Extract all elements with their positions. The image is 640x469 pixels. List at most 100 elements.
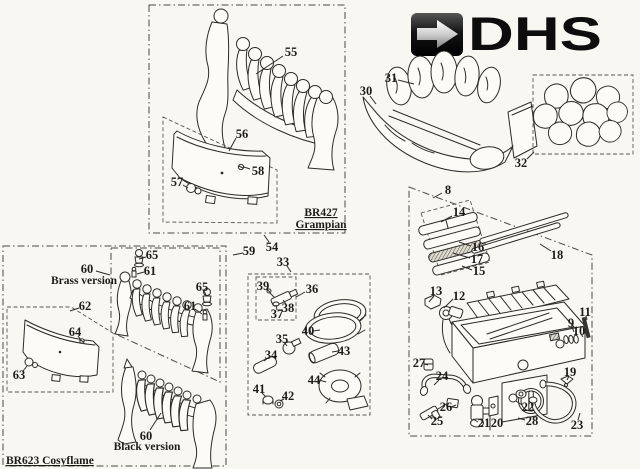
coal-set-drawing [530, 71, 634, 155]
leader-line-61 [194, 308, 203, 315]
leader-line-10 [580, 333, 584, 338]
cap-41-drawing [262, 395, 274, 405]
leader-line-28 [517, 417, 526, 421]
br427-kit-box: BR427 Grampian [148, 4, 347, 234]
leader-line-58 [243, 166, 251, 170]
leader-line-16 [458, 241, 472, 247]
part-label-57: 57 [171, 175, 184, 189]
part-label-20: 20 [491, 416, 504, 430]
cap-42-drawing [274, 399, 284, 409]
part-label-39: 39 [257, 279, 270, 293]
leader-line-63 [22, 365, 28, 372]
log-set-drawing [362, 50, 538, 173]
burner-kit-box [408, 186, 593, 437]
part-label-62: 62 [79, 299, 92, 313]
part-label-41: 41 [253, 382, 266, 396]
leader-line-42 [279, 398, 285, 402]
leader-line-36 [295, 291, 306, 298]
leader-line-32 [526, 151, 535, 160]
leader-line-64 [77, 335, 82, 341]
part-label-54: 54 [266, 240, 279, 254]
leader-line-9 [571, 326, 575, 333]
leader-line-14 [440, 215, 453, 223]
leader-line-18 [539, 243, 552, 252]
part-label-10: 10 [573, 324, 586, 338]
leader-line-62 [69, 307, 80, 312]
part-label-58: 58 [252, 164, 265, 178]
dhs-logo: DHS [411, 7, 602, 60]
leader-line-39 [265, 288, 271, 293]
leader-line-57 [182, 184, 189, 189]
part-label-11: 11 [579, 305, 591, 319]
leader-line-37 [275, 304, 278, 311]
leader-line-8 [432, 192, 443, 199]
part-label-42: 42 [282, 389, 295, 403]
part-label-65: 65 [196, 280, 209, 294]
part-label-22: 22 [522, 400, 535, 414]
injector-drawing [266, 288, 299, 307]
part-label-13: 13 [430, 284, 443, 298]
leader-line-11 [585, 315, 588, 321]
leader-line-22 [515, 400, 523, 406]
part-label-56: 56 [236, 127, 249, 141]
part-label-18: 18 [551, 248, 564, 262]
spares-kit-box [247, 273, 371, 416]
part-label-59: 59 [243, 244, 256, 258]
part-label-38: 38 [282, 301, 295, 315]
part-label-12: 12 [453, 289, 466, 303]
leader-line-17 [452, 252, 471, 259]
part-label-37: 37 [271, 307, 284, 321]
part-label-40: 40 [302, 324, 315, 338]
stud-61a-drawing [131, 266, 137, 278]
part-label-19: 19 [564, 365, 577, 379]
part-label-33: 33 [277, 255, 290, 269]
fret62-knob-63 [24, 357, 38, 368]
valve-bracket-drawing [424, 294, 476, 358]
leader-line-13 [428, 295, 435, 303]
leader-line-56 [228, 137, 237, 152]
fret-screw-58 [237, 163, 245, 171]
brass-version-note: Brass version [51, 275, 118, 287]
part-label-14: 14 [453, 205, 466, 219]
part-label-17: 17 [471, 252, 484, 266]
leader-line-54 [263, 234, 270, 243]
trim-strips-drawing [471, 212, 569, 254]
part-label-32: 32 [515, 156, 528, 170]
leader-line-25 [427, 414, 433, 420]
tape-roll-drawing [318, 369, 369, 411]
burner-grille-drawing [466, 280, 570, 322]
part-label-55: 55 [285, 45, 298, 59]
controls-pipework-drawing [419, 358, 577, 431]
leader-line-23 [577, 412, 581, 421]
leader-line-31 [397, 79, 415, 85]
leader-line-26 [450, 404, 457, 408]
part-label-8: 8 [445, 183, 451, 197]
part-label-60: 60 [81, 262, 94, 276]
part-label-60: 60 [140, 429, 153, 443]
stud-61b-drawing [202, 309, 208, 321]
fret-drawing [171, 130, 271, 205]
br427-name: Grampian [295, 219, 347, 231]
part-label-27: 27 [413, 356, 426, 370]
leader-line-40 [312, 329, 321, 332]
strip-11-drawing [581, 316, 591, 339]
leader-line-59 [232, 252, 244, 256]
leader-line-19 [566, 375, 570, 381]
part-label-25: 25 [431, 414, 444, 428]
fret-knob-57 [186, 183, 202, 195]
part-label-43: 43 [338, 344, 351, 358]
part-label-26: 26 [440, 400, 453, 414]
br623-kit-box: Brass version Black version BR623 Cosyfl… [2, 245, 227, 469]
leader-line-34 [263, 357, 269, 362]
part-label-28: 28 [526, 414, 539, 428]
leader-line-21 [472, 418, 479, 423]
washers-9-10-drawing [563, 334, 579, 345]
part-label-15: 15 [473, 264, 486, 278]
cylinder-43-drawing [308, 342, 340, 364]
part-label-64: 64 [69, 325, 82, 339]
black-grate-drawing [117, 358, 217, 469]
leader-line-60 [149, 412, 162, 431]
leader-line-38 [282, 299, 287, 305]
